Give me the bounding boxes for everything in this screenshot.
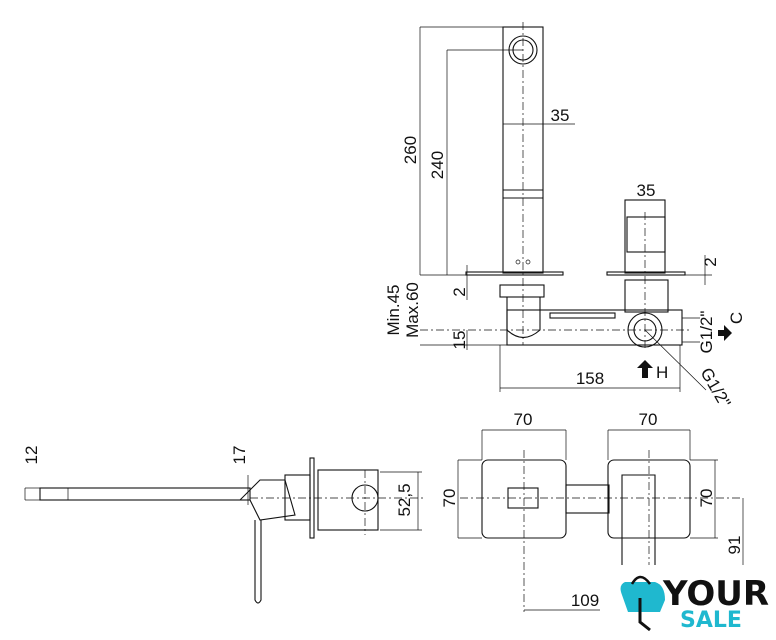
dim-158: 158 xyxy=(576,369,604,388)
label-hot: H xyxy=(656,363,668,382)
dim-52-5: 52,5 xyxy=(395,483,414,516)
side-view: 12 17 52,5 xyxy=(22,446,425,604)
handle-plate xyxy=(606,271,686,276)
valve-cartridge xyxy=(627,312,663,348)
cold-arrow-icon xyxy=(718,325,732,341)
dim-12: 12 xyxy=(22,446,41,465)
yoursale-logo: YOUR SALE xyxy=(620,574,769,633)
thread-cold: G1/2" xyxy=(697,311,716,354)
hot-arrow-icon xyxy=(637,360,653,378)
thread-hot: G1/2" xyxy=(697,365,735,412)
dim-wall-min: Min.45 xyxy=(384,284,403,335)
side-spout xyxy=(39,487,251,501)
dim-240: 240 xyxy=(428,151,447,179)
front-view: 70 70 70 70 91 109 xyxy=(440,410,744,612)
top-view: 35 35 260 240 2 2 Min.45 Max.60 15 158 G… xyxy=(384,22,746,411)
dim-handle-width: 35 xyxy=(637,181,656,200)
dim-15: 15 xyxy=(450,331,469,350)
dim-109: 109 xyxy=(571,591,599,610)
dim-right-height: 70 xyxy=(697,489,716,508)
dim-17: 17 xyxy=(230,446,249,465)
dim-plate-right: 2 xyxy=(701,257,720,266)
dim-left-height: 70 xyxy=(440,489,459,508)
dim-left-width: 70 xyxy=(514,410,533,429)
shopping-bag-icon xyxy=(620,582,665,612)
dim-spout-width: 35 xyxy=(551,106,570,125)
spout-plate xyxy=(465,271,564,276)
label-cold: C xyxy=(727,312,746,324)
dim-right-width: 70 xyxy=(639,410,658,429)
dim-wall-max: Max.60 xyxy=(403,282,422,338)
side-lever xyxy=(254,520,262,604)
dim-91: 91 xyxy=(725,536,744,555)
logo-sale: SALE xyxy=(680,608,742,633)
dim-plate-left: 2 xyxy=(450,287,469,296)
valve-body xyxy=(506,309,683,346)
dim-260: 260 xyxy=(401,136,420,164)
logo-your: YOUR xyxy=(662,574,769,614)
